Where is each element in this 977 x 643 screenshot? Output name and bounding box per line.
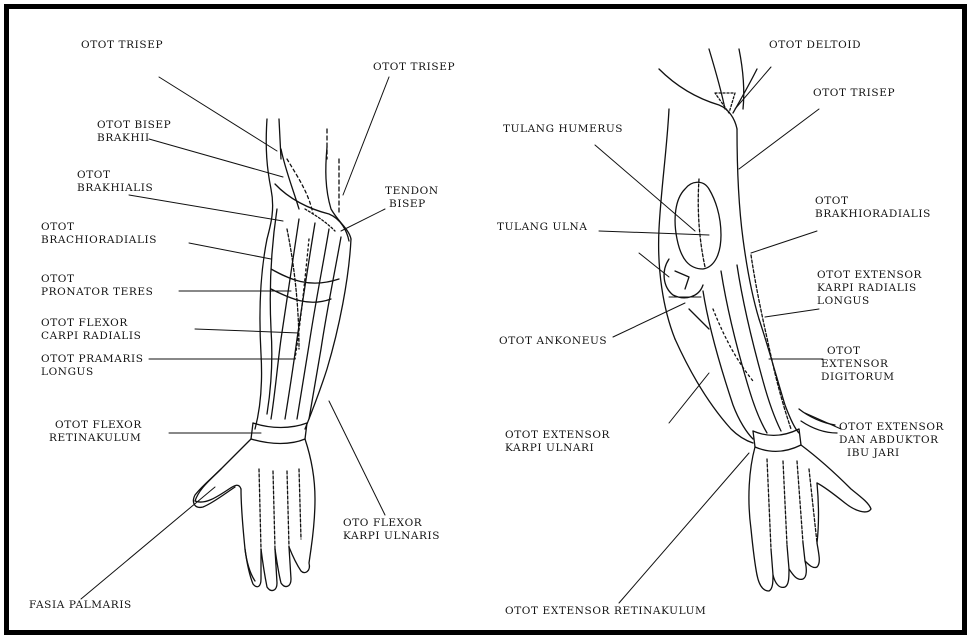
label-otot-brachioradialis-line2: BRACHIORADIALIS [41, 234, 157, 247]
label-ext-karpi-radialis-line1: OTOT EXTENSOR [817, 269, 922, 282]
label-otot-bisep: OTOT BISEP BRAKHII [97, 119, 171, 145]
label-otot-deltoid: OTOT DELTOID [769, 39, 861, 52]
label-otot-brakhialis-line2: BRAKHIALIS [77, 182, 153, 195]
label-ext-digitorum-line2: EXTENSOR [821, 358, 895, 371]
label-otot-trisep-left-a: OTOT TRISEP [81, 39, 163, 52]
label-otot-trisep-right: OTOT TRISEP [813, 87, 895, 100]
label-flexor-retinakulum-line2: RETINAKULUM [49, 432, 142, 445]
label-otot-brakhialis: OTOT BRAKHIALIS [77, 169, 153, 195]
label-tulang-ulna: TULANG ULNA [497, 221, 588, 234]
label-flexor-karpi-ulnaris-line2: KARPI ULNARIS [343, 530, 440, 543]
label-ext-digitorum-line3: DIGITORUM [821, 371, 895, 384]
label-tulang-humerus: TULANG HUMERUS [503, 123, 623, 136]
figure-frame: OTOT TRISEP OTOT TRISEP OTOT BISEP BRAKH… [4, 4, 967, 635]
right-arm-drawing [659, 49, 871, 591]
label-otot-brachioradialis-line1: OTOT [41, 221, 157, 234]
leader-lines [81, 67, 841, 603]
label-flexor-retinakulum-line1: OTOT FLEXOR [49, 419, 142, 432]
label-otot-flexor-carpi-radialis: OTOT FLEXOR CARPI RADIALIS [41, 317, 141, 343]
label-ext-karpi-radialis-line3: LONGUS [817, 295, 922, 308]
label-ext-abduktor-line2: DAN ABDUKTOR [839, 434, 944, 447]
label-oto-flexor-karpi-ulnaris: OTO FLEXOR KARPI ULNARIS [343, 517, 440, 543]
label-otot-pramaris-longus: OTOT PRAMARIS LONGUS [41, 353, 144, 379]
left-arm-drawing [193, 119, 351, 590]
label-otot-pronator-line1: OTOT [41, 273, 153, 286]
label-brakhioradialis-line1: OTOT [815, 195, 931, 208]
label-otot-trisep-left-b: OTOT TRISEP [373, 61, 455, 74]
label-otot-extensor-digitorum: OTOT EXTENSOR DIGITORUM [821, 345, 895, 384]
label-ext-digitorum-line1: OTOT [821, 345, 895, 358]
label-ext-abduktor-line3: IBU JARI [839, 447, 944, 460]
label-otot-brachioradialis: OTOT BRACHIORADIALIS [41, 221, 157, 247]
label-brakhioradialis-line2: BRAKHIORADIALIS [815, 208, 931, 221]
label-tendon-bisep: TENDON BISEP [385, 185, 439, 211]
label-otot-extensor-karpi-radialis-longus: OTOT EXTENSOR KARPI RADIALIS LONGUS [817, 269, 922, 308]
label-ext-karpi-ulnari-line1: OTOT EXTENSOR [505, 429, 610, 442]
label-otot-pronator-teres: OTOT PRONATOR TERES [41, 273, 153, 299]
label-ext-karpi-ulnari-line2: KARPI ULNARI [505, 442, 610, 455]
label-otot-bisep-line2: BRAKHII [97, 132, 171, 145]
label-otot-extensor-karpi-ulnari: OTOT EXTENSOR KARPI ULNARI [505, 429, 610, 455]
label-otot-brakhioradialis: OTOT BRAKHIORADIALIS [815, 195, 931, 221]
label-flexor-carpi-radialis-line2: CARPI RADIALIS [41, 330, 141, 343]
label-otot-bisep-line1: OTOT BISEP [97, 119, 171, 132]
label-otot-brakhialis-line1: OTOT [77, 169, 153, 182]
label-flexor-carpi-radialis-line1: OTOT FLEXOR [41, 317, 141, 330]
label-pramaris-line2: LONGUS [41, 366, 144, 379]
arm-muscles-diagram [9, 9, 967, 635]
label-tendon-bisep-line1: TENDON [385, 185, 439, 198]
label-ext-abduktor-line1: OTOT EXTENSOR [839, 421, 944, 434]
label-ext-karpi-radialis-line2: KARPI RADIALIS [817, 282, 922, 295]
label-flexor-karpi-ulnaris-line1: OTO FLEXOR [343, 517, 440, 530]
label-tendon-bisep-line2: BISEP [385, 198, 439, 211]
label-pramaris-line1: OTOT PRAMARIS [41, 353, 144, 366]
label-otot-ankoneus: OTOT ANKONEUS [499, 335, 607, 348]
label-otot-flexor-retinakulum: OTOT FLEXOR RETINAKULUM [49, 419, 142, 445]
label-otot-pronator-line2: PRONATOR TERES [41, 286, 153, 299]
label-otot-extensor-retinakulum: OTOT EXTENSOR RETINAKULUM [505, 605, 706, 618]
label-otot-extensor-abduktor-ibu-jari: OTOT EXTENSOR DAN ABDUKTOR IBU JARI [839, 421, 944, 460]
label-fasia-palmaris: FASIA PALMARIS [29, 599, 132, 612]
